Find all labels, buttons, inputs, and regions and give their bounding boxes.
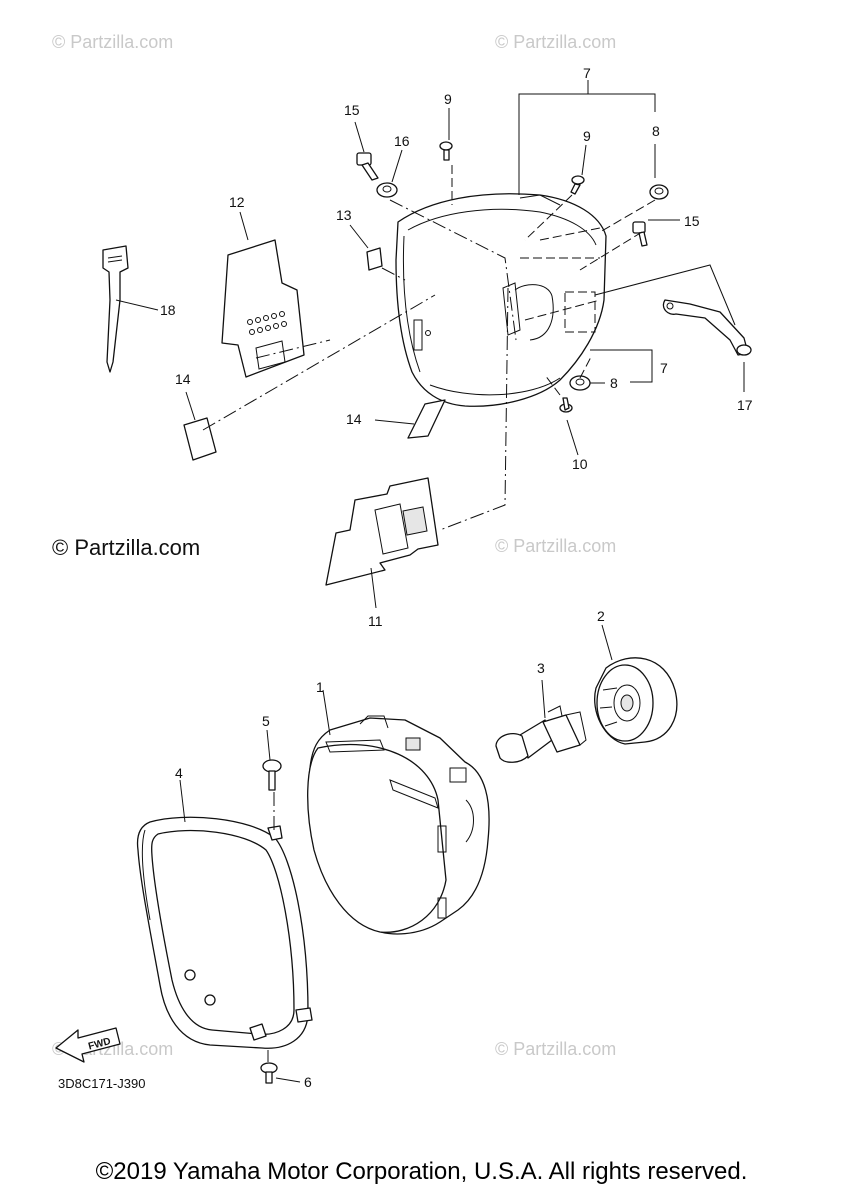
screw-5 bbox=[262, 759, 282, 791]
grommet-8-bottom bbox=[569, 375, 591, 391]
callout-15-top: 15 bbox=[344, 102, 360, 118]
callout-18: 18 bbox=[160, 302, 176, 318]
callout-7-bottom: 7 bbox=[660, 360, 668, 376]
callout-11: 11 bbox=[368, 613, 383, 629]
callout-10: 10 bbox=[572, 456, 588, 472]
watermark-middle-right: © Partzilla.com bbox=[495, 536, 616, 556]
screw-9-right bbox=[570, 175, 585, 195]
pad-14-left bbox=[183, 417, 217, 461]
bulb-3 bbox=[495, 705, 587, 763]
watermark-bottom-right: © Partzilla.com bbox=[495, 1039, 616, 1059]
callout-numbers: 7 8 9 9 15 15 16 12 13 18 14 14 7 8 17 1… bbox=[160, 65, 753, 1090]
grommet-16 bbox=[376, 182, 398, 198]
callout-16: 16 bbox=[394, 133, 410, 149]
callout-9-top: 9 bbox=[444, 91, 452, 107]
screw-6 bbox=[260, 1062, 278, 1084]
watermark-top-left: © Partzilla.com bbox=[52, 32, 173, 52]
callout-2: 2 bbox=[597, 608, 605, 624]
callout-9-right: 9 bbox=[583, 128, 591, 144]
callout-6: 6 bbox=[304, 1074, 312, 1090]
socket-cover-2 bbox=[594, 657, 678, 745]
label-13 bbox=[366, 247, 383, 271]
watermark-middle-left: © Partzilla.com bbox=[52, 535, 200, 560]
assembly-lines bbox=[202, 165, 656, 1062]
callout-8-top: 8 bbox=[652, 123, 660, 139]
callout-7-top: 7 bbox=[583, 65, 591, 81]
callout-15-right: 15 bbox=[684, 213, 700, 229]
callout-12: 12 bbox=[229, 194, 245, 210]
callout-3: 3 bbox=[537, 660, 545, 676]
callout-14-right: 14 bbox=[346, 411, 362, 427]
callout-8-bottom: 8 bbox=[610, 375, 618, 391]
callout-4: 4 bbox=[175, 765, 183, 781]
cable-tie-18 bbox=[102, 245, 129, 373]
diagram-code: 3D8C171-J390 bbox=[58, 1076, 145, 1091]
emblem-plate-12 bbox=[221, 239, 305, 378]
grommet-8-top bbox=[649, 184, 669, 200]
headlight-unit-1 bbox=[307, 715, 490, 935]
callout-17: 17 bbox=[737, 397, 753, 413]
callout-leaders bbox=[115, 80, 745, 1083]
plate-11 bbox=[325, 477, 439, 586]
screw-15-right bbox=[632, 221, 648, 247]
pad-14-right bbox=[407, 399, 446, 439]
callout-13: 13 bbox=[336, 207, 352, 223]
copyright-notice: ©2019 Yamaha Motor Corporation, U.S.A. A… bbox=[95, 1158, 748, 1185]
callout-14-left: 14 bbox=[175, 371, 191, 387]
headlight-rim-4 bbox=[136, 816, 313, 1049]
callout-5: 5 bbox=[262, 713, 270, 729]
watermark-top-right: © Partzilla.com bbox=[495, 32, 616, 52]
screw-10 bbox=[559, 397, 573, 413]
headlight-case bbox=[395, 193, 607, 407]
screw-9-top bbox=[439, 141, 453, 161]
callout-1: 1 bbox=[316, 679, 324, 695]
bracket-17 bbox=[662, 299, 752, 356]
screw-15-top bbox=[356, 152, 379, 181]
